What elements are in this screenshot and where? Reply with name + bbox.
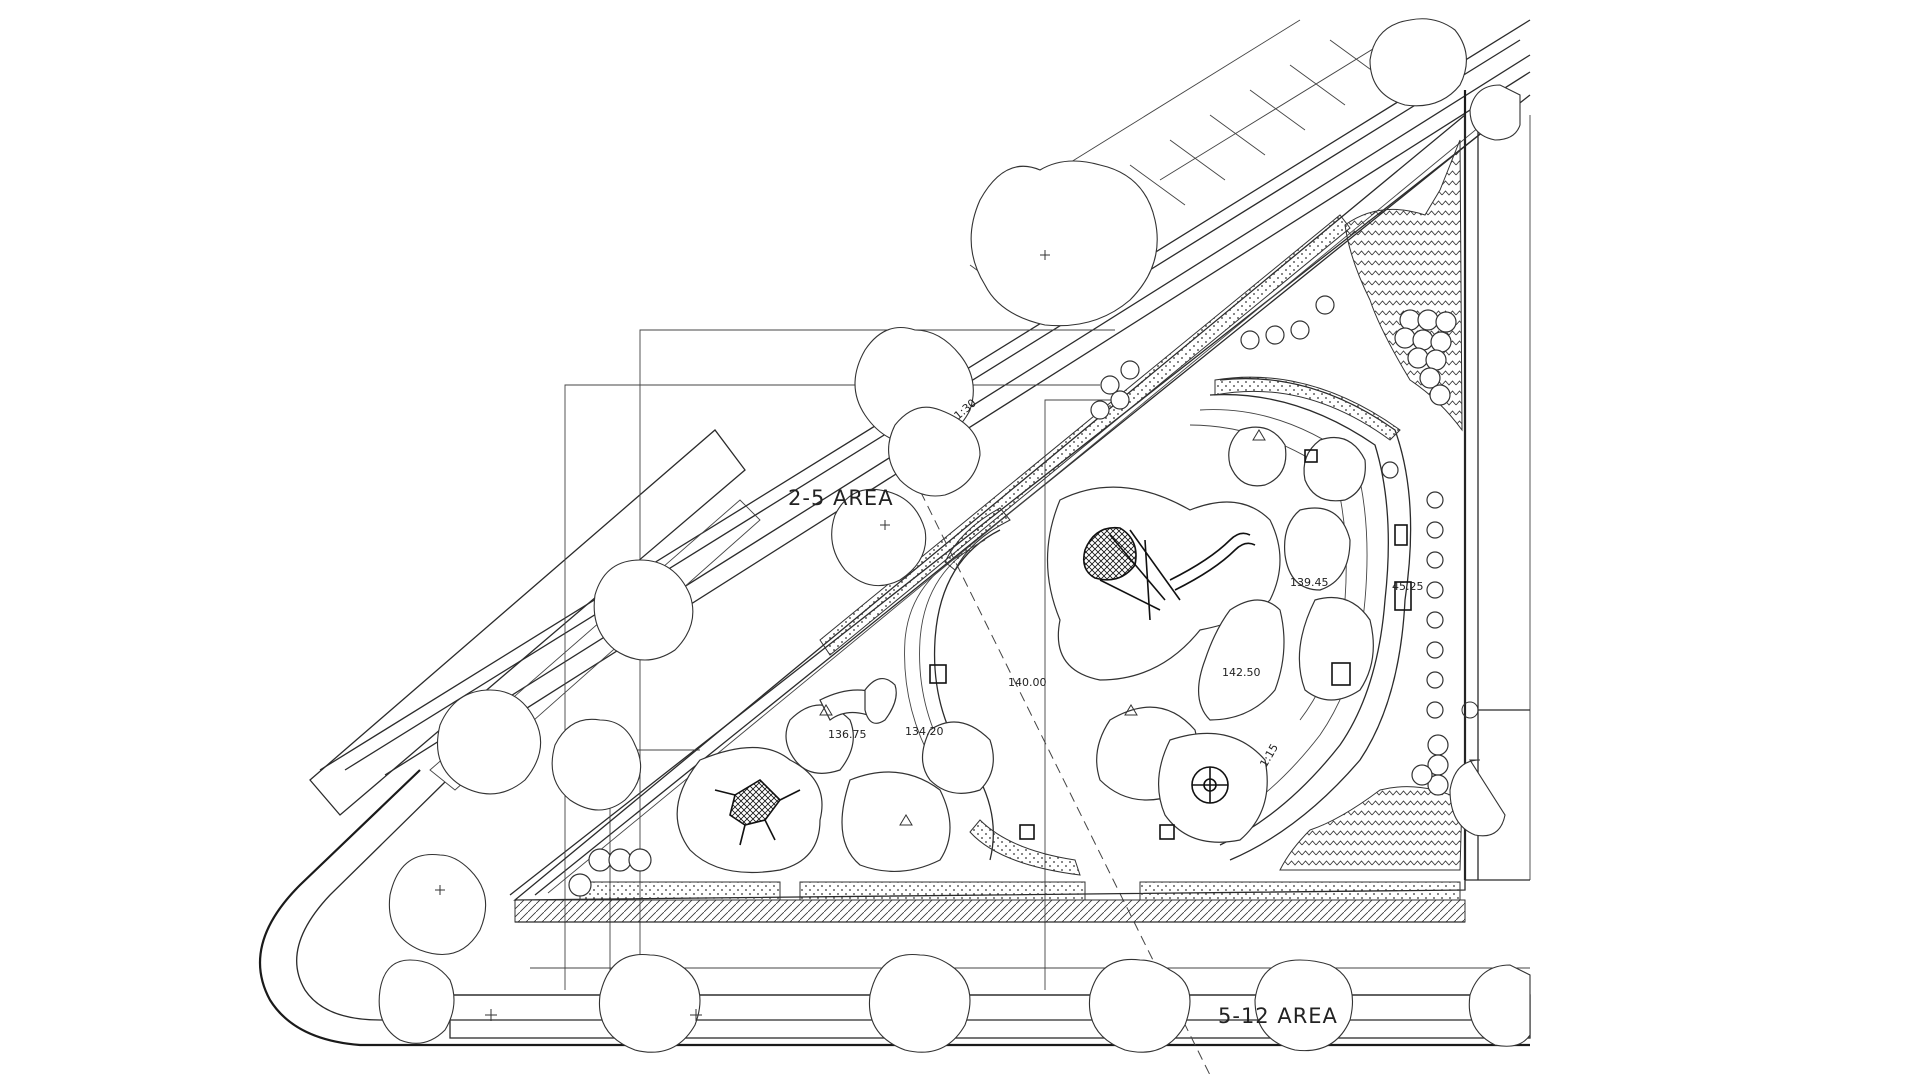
markers	[435, 250, 1530, 1021]
area-2-5-label: 2-5 AREA	[788, 486, 894, 510]
play-area-paths	[904, 376, 1412, 876]
area-5-12-label: 5-12 AREA	[1218, 1004, 1338, 1028]
elevation-3: 142.50	[1222, 666, 1261, 679]
site-boundary	[513, 113, 1466, 923]
elevation-0: 136.75	[828, 728, 867, 741]
shrubs	[568, 295, 1457, 897]
elevation-4: 139.45	[1290, 576, 1329, 589]
elevation-1: 134.20	[905, 725, 944, 738]
play-equipment	[714, 449, 1412, 846]
slide	[1169, 532, 1251, 581]
slope-mark-1: 1:15	[1257, 742, 1281, 770]
elevation-5: 45.25	[1392, 580, 1424, 593]
trees	[378, 18, 1531, 1053]
elevation-2: 140.00	[1008, 676, 1047, 689]
